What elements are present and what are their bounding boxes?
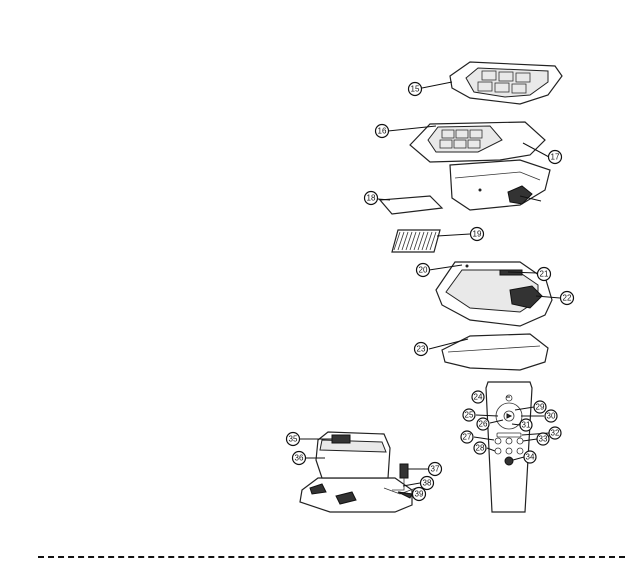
svg-text:26: 26 xyxy=(479,420,488,429)
svg-text:35: 35 xyxy=(289,435,298,444)
svg-text:16: 16 xyxy=(378,127,387,136)
hepa-filter-illustration xyxy=(392,230,440,252)
callout-20: 20 xyxy=(417,264,430,277)
svg-text:17: 17 xyxy=(551,153,560,162)
callout-25: 25 xyxy=(463,409,475,421)
callout-31: 31 xyxy=(520,419,532,431)
svg-text:19: 19 xyxy=(473,230,482,239)
remote-control-illustration xyxy=(486,382,532,512)
callout-22: 22 xyxy=(561,292,574,305)
svg-text:34: 34 xyxy=(526,453,535,462)
callout-24: 24 xyxy=(472,391,484,403)
svg-text:37: 37 xyxy=(431,465,440,474)
callout-39: 39 xyxy=(413,488,426,501)
charging-dock-illustration xyxy=(300,432,416,512)
callout-23: 23 xyxy=(415,343,428,356)
callout-36: 36 xyxy=(293,452,306,465)
callout-37: 37 xyxy=(429,463,442,476)
mop-cloth-illustration xyxy=(442,334,548,370)
svg-text:30: 30 xyxy=(547,412,556,421)
svg-text:33: 33 xyxy=(539,435,548,444)
callout-15: 15 xyxy=(409,83,422,96)
sponge-illustration xyxy=(380,196,442,214)
callout-38: 38 xyxy=(421,477,434,490)
svg-text:18: 18 xyxy=(367,194,376,203)
callout-21: 21 xyxy=(538,268,551,281)
svg-text:21: 21 xyxy=(540,270,549,279)
svg-text:31: 31 xyxy=(522,421,531,430)
svg-text:36: 36 xyxy=(295,454,304,463)
callout-29: 29 xyxy=(534,401,546,413)
svg-text:38: 38 xyxy=(423,479,432,488)
callout-18: 18 xyxy=(365,192,378,205)
callout-19: 19 xyxy=(471,228,484,241)
water-tank-illustration xyxy=(436,262,552,326)
svg-text:28: 28 xyxy=(476,444,485,453)
svg-text:15: 15 xyxy=(411,85,420,94)
filter-cover-illustration xyxy=(450,62,562,104)
callout-34: 34 xyxy=(524,451,536,463)
svg-text:32: 32 xyxy=(551,429,560,438)
callout-33: 33 xyxy=(537,433,549,445)
page-bottom-rule xyxy=(38,556,625,558)
svg-text:39: 39 xyxy=(415,490,424,499)
callout-28: 28 xyxy=(474,442,486,454)
svg-text:22: 22 xyxy=(563,294,572,303)
callout-30: 30 xyxy=(545,410,557,422)
callout-35: 35 xyxy=(287,433,300,446)
svg-text:24: 24 xyxy=(474,393,483,402)
svg-text:23: 23 xyxy=(417,345,426,354)
svg-text:20: 20 xyxy=(419,266,428,275)
svg-text:27: 27 xyxy=(463,433,472,442)
callout-27: 27 xyxy=(461,431,473,443)
callout-26: 26 xyxy=(477,418,489,430)
callout-17: 17 xyxy=(549,151,562,164)
svg-text:29: 29 xyxy=(536,403,545,412)
callout-32: 32 xyxy=(549,427,561,439)
svg-text:25: 25 xyxy=(465,411,474,420)
callout-16: 16 xyxy=(376,125,389,138)
